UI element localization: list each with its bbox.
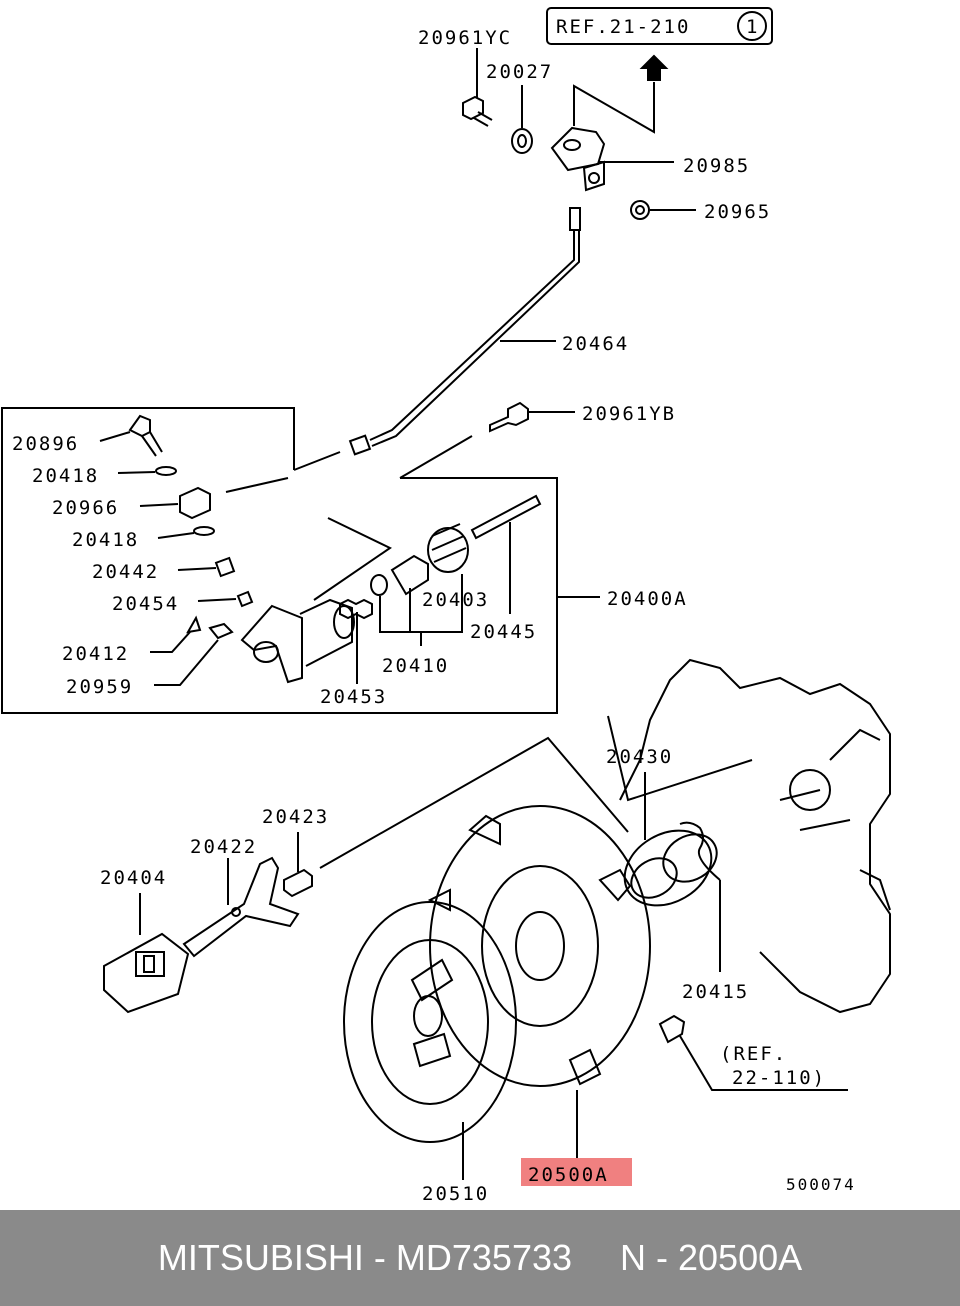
leader-ref-bottom xyxy=(679,1035,848,1091)
label-20961yc: 20961YC xyxy=(418,27,512,49)
leader-20418b xyxy=(157,532,195,539)
ref-top-leader xyxy=(573,82,655,134)
label-20510: 20510 xyxy=(422,1183,489,1205)
cup-20410a xyxy=(370,574,388,596)
label-20896: 20896 xyxy=(12,433,79,455)
pressure-plate-20500a xyxy=(427,805,651,1087)
label-20965: 20965 xyxy=(704,201,771,223)
ref-top-circle xyxy=(737,11,767,41)
parts-diagram: REF.21-210 1 (REF. 22-110) 500074 20961Y… xyxy=(1,7,891,1205)
push-rod-20445 xyxy=(470,494,542,540)
fork-20422 xyxy=(182,856,300,958)
nut-20027 xyxy=(511,128,533,154)
footer-dash: - xyxy=(363,1237,396,1278)
union-20966 xyxy=(179,486,211,520)
label-20412: 20412 xyxy=(62,643,129,665)
boot-20404 xyxy=(103,932,190,1014)
label-20410: 20410 xyxy=(382,655,449,677)
footer-bar: MITSUBISHI - MD735733 N - 20500A xyxy=(0,1210,960,1306)
leader-20896 xyxy=(99,431,131,442)
label-20454: 20454 xyxy=(112,593,179,615)
label-20985: 20985 xyxy=(683,155,750,177)
ref-top-text: REF.21-210 xyxy=(556,16,690,38)
transmission-housing xyxy=(619,658,891,1014)
dowel-pin xyxy=(658,1014,686,1044)
nut-20965 xyxy=(630,200,650,220)
figure-number: 500074 xyxy=(786,1175,856,1194)
washer-20418a xyxy=(155,466,177,476)
box-entry-pipe xyxy=(293,451,341,471)
label-20027: 20027 xyxy=(486,61,553,83)
bleeder-20454 xyxy=(236,590,254,608)
housing-leader xyxy=(607,715,753,802)
footer-ref-code: N - 20500A xyxy=(620,1237,803,1278)
label-20423: 20423 xyxy=(262,806,329,828)
label-20418b: 20418 xyxy=(72,529,139,551)
leader-20959 xyxy=(154,639,219,686)
fork-bracket-line xyxy=(319,736,629,869)
ref-top-box xyxy=(546,7,773,45)
label-20500a: 20500A xyxy=(528,1164,609,1186)
cylinder-body xyxy=(240,598,355,684)
footer-part-number: MD735733 xyxy=(395,1237,573,1278)
label-20403: 20403 xyxy=(422,589,489,611)
clip-20415 xyxy=(679,821,721,881)
bleed-screw-20959 xyxy=(208,622,234,640)
piston-20410b xyxy=(390,554,429,596)
label-20445: 20445 xyxy=(470,621,537,643)
label-20404: 20404 xyxy=(100,867,167,889)
highlight-20500a xyxy=(521,1158,632,1186)
up-arrow-icon xyxy=(639,54,669,81)
bearing-20430 xyxy=(623,829,718,907)
footer-brand: MITSUBISHI xyxy=(157,1237,364,1278)
label-20418a: 20418 xyxy=(32,465,99,487)
label-20442: 20442 xyxy=(92,561,159,583)
seal-20412 xyxy=(186,615,202,634)
pivot-20423 xyxy=(283,868,313,898)
label-20415: 20415 xyxy=(682,981,749,1003)
box-entry-cyl xyxy=(225,477,289,493)
banjo-bolt-20896 xyxy=(128,414,163,457)
ref-bottom-line2: 22-110) xyxy=(732,1067,826,1089)
leader-20418a xyxy=(117,471,156,474)
clutch-pipe-20464 xyxy=(348,207,581,456)
cap-20442 xyxy=(214,556,236,578)
leader-20442 xyxy=(177,567,217,571)
label-20961yb: 20961YB xyxy=(582,403,676,425)
leader-20454 xyxy=(197,598,237,602)
ref-top-circle-text: 1 xyxy=(746,16,759,38)
box-notch xyxy=(313,517,392,601)
bolt-20961yb xyxy=(489,401,529,433)
bracket-20985 xyxy=(550,126,606,192)
label-20422: 20422 xyxy=(190,836,257,858)
group-box-20400a xyxy=(1,407,558,714)
label-20400a: 20400A xyxy=(607,588,688,610)
bolt-20961yc xyxy=(462,95,493,127)
box-entry-bolt xyxy=(399,435,473,479)
label-20430: 20430 xyxy=(606,746,673,768)
label-20959: 20959 xyxy=(66,676,133,698)
washer-20418b xyxy=(193,526,215,536)
leader-20412 xyxy=(150,631,191,653)
label-20966: 20966 xyxy=(52,497,119,519)
spring-20453 xyxy=(339,598,373,620)
label-20453: 20453 xyxy=(320,686,387,708)
leader-20966 xyxy=(139,503,179,507)
label-20464: 20464 xyxy=(562,333,629,355)
boot-20403 xyxy=(427,523,469,573)
ref-bottom-line1: (REF. xyxy=(720,1043,787,1065)
